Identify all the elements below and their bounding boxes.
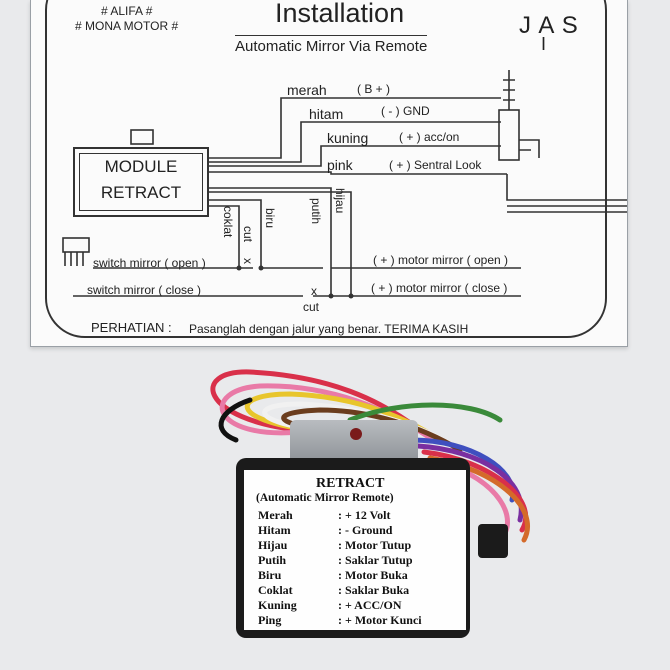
row-key: Hitam: [258, 523, 291, 537]
jas-logo: J A S: [519, 12, 579, 39]
row-val: : Motor Buka: [338, 568, 408, 582]
row-key: Biru: [258, 568, 282, 582]
wire-putih: [207, 187, 332, 270]
sheet-title: Installation: [275, 0, 405, 28]
actuator-wires: [506, 174, 627, 213]
label-x-1: x: [241, 258, 255, 264]
module-inner-box: [79, 153, 203, 211]
label-cut-1: cut: [241, 226, 255, 243]
wire-green: [347, 402, 503, 423]
label-coklat: coklat: [221, 206, 235, 238]
module-line1: MODULE: [104, 157, 178, 176]
label-kuning: kuning: [327, 130, 369, 146]
actuator-bracket: [519, 139, 540, 158]
device-label: RETRACT (Automatic Mirror Remote) Merah …: [244, 470, 466, 630]
sheet-subtitle: Automatic Mirror Via Remote: [235, 35, 428, 55]
label-hijau: hijau: [333, 188, 347, 214]
wire-coklat: [207, 205, 240, 262]
wire-black: [218, 397, 253, 443]
label-biru: biru: [263, 208, 277, 229]
module-retract-box: MODULE RETRACT: [73, 147, 209, 217]
row-key: Ping: [258, 613, 282, 627]
row-val: : Motor Tutup: [338, 538, 412, 552]
row-key: Kuning: [258, 598, 297, 612]
label-cut-2: cut: [303, 300, 320, 314]
junction-dot: [258, 265, 264, 271]
wire-yellow: [244, 391, 443, 443]
tag-mona-motor: # MONA MOTOR #: [75, 19, 179, 33]
device-led: [350, 428, 362, 440]
note-text: Pasanglah dengan jalur yang benar. TERIM…: [189, 322, 469, 336]
jas-logo-bar: I: [541, 34, 548, 54]
device-label-title: RETRACT: [316, 476, 385, 491]
actuator-rod: [503, 70, 515, 110]
wiring-diagram: [62, 70, 627, 299]
junction-dot: [236, 265, 242, 271]
row-key: Putih: [258, 553, 287, 567]
label-switch-close: switch mirror ( close ): [87, 283, 202, 297]
label-putih: putih: [309, 198, 323, 225]
row-key: Coklat: [258, 583, 293, 597]
switch-pins-icon: [64, 252, 84, 266]
junction-dot: [348, 293, 354, 299]
wire-hijau: [207, 191, 352, 262]
switch-icon: [62, 237, 90, 253]
module-connector: [130, 129, 154, 145]
row-val: : + 12 Volt: [338, 508, 391, 522]
row-val: : Saklar Tutup: [338, 553, 413, 567]
note-pink: ( + ) Sentral Look: [389, 158, 482, 172]
wire-biru: [207, 199, 262, 262]
row-key: Hijau: [258, 538, 288, 552]
installation-sheet: # ALIFA # # MONA MOTOR # Installation Au…: [30, 0, 628, 347]
row-val: : - Ground: [338, 523, 393, 537]
note-hitam: ( - ) GND: [381, 104, 430, 118]
wire-bundle-clip: [478, 524, 508, 558]
junction-dot: [328, 293, 334, 299]
tag-alifa: # ALIFA #: [101, 4, 153, 18]
note-kuning: ( + ) acc/on: [399, 130, 460, 144]
label-hitam: hitam: [309, 106, 344, 122]
wire-hitam: [207, 121, 501, 163]
note-label: PERHATIAN :: [91, 320, 172, 335]
label-x-2: x: [311, 284, 317, 298]
wire-kuning: [207, 145, 501, 167]
device-metal-cap: [290, 420, 418, 464]
device-label-subtitle: (Automatic Mirror Remote): [256, 492, 394, 504]
row-val: : + Motor Kunci: [338, 613, 422, 627]
wire-merah: [207, 97, 501, 159]
sheet-frame: [45, 0, 607, 338]
note-merah: ( B + ): [357, 82, 391, 96]
wire-pink: [207, 171, 507, 175]
close-drops: [330, 262, 352, 296]
module-line2: RETRACT: [100, 183, 182, 202]
label-merah: merah: [287, 82, 327, 98]
row-key: Merah: [258, 508, 293, 522]
label-switch-open: switch mirror ( open ): [93, 256, 206, 270]
label-pink: pink: [327, 157, 353, 173]
label-motor-open: ( + ) motor mirror ( open ): [373, 253, 509, 267]
label-motor-close: ( + ) motor mirror ( close ): [371, 281, 508, 295]
row-val: : Saklar Buka: [338, 583, 410, 597]
row-val: : + ACC/ON: [338, 598, 402, 612]
wire-red: [210, 369, 423, 433]
